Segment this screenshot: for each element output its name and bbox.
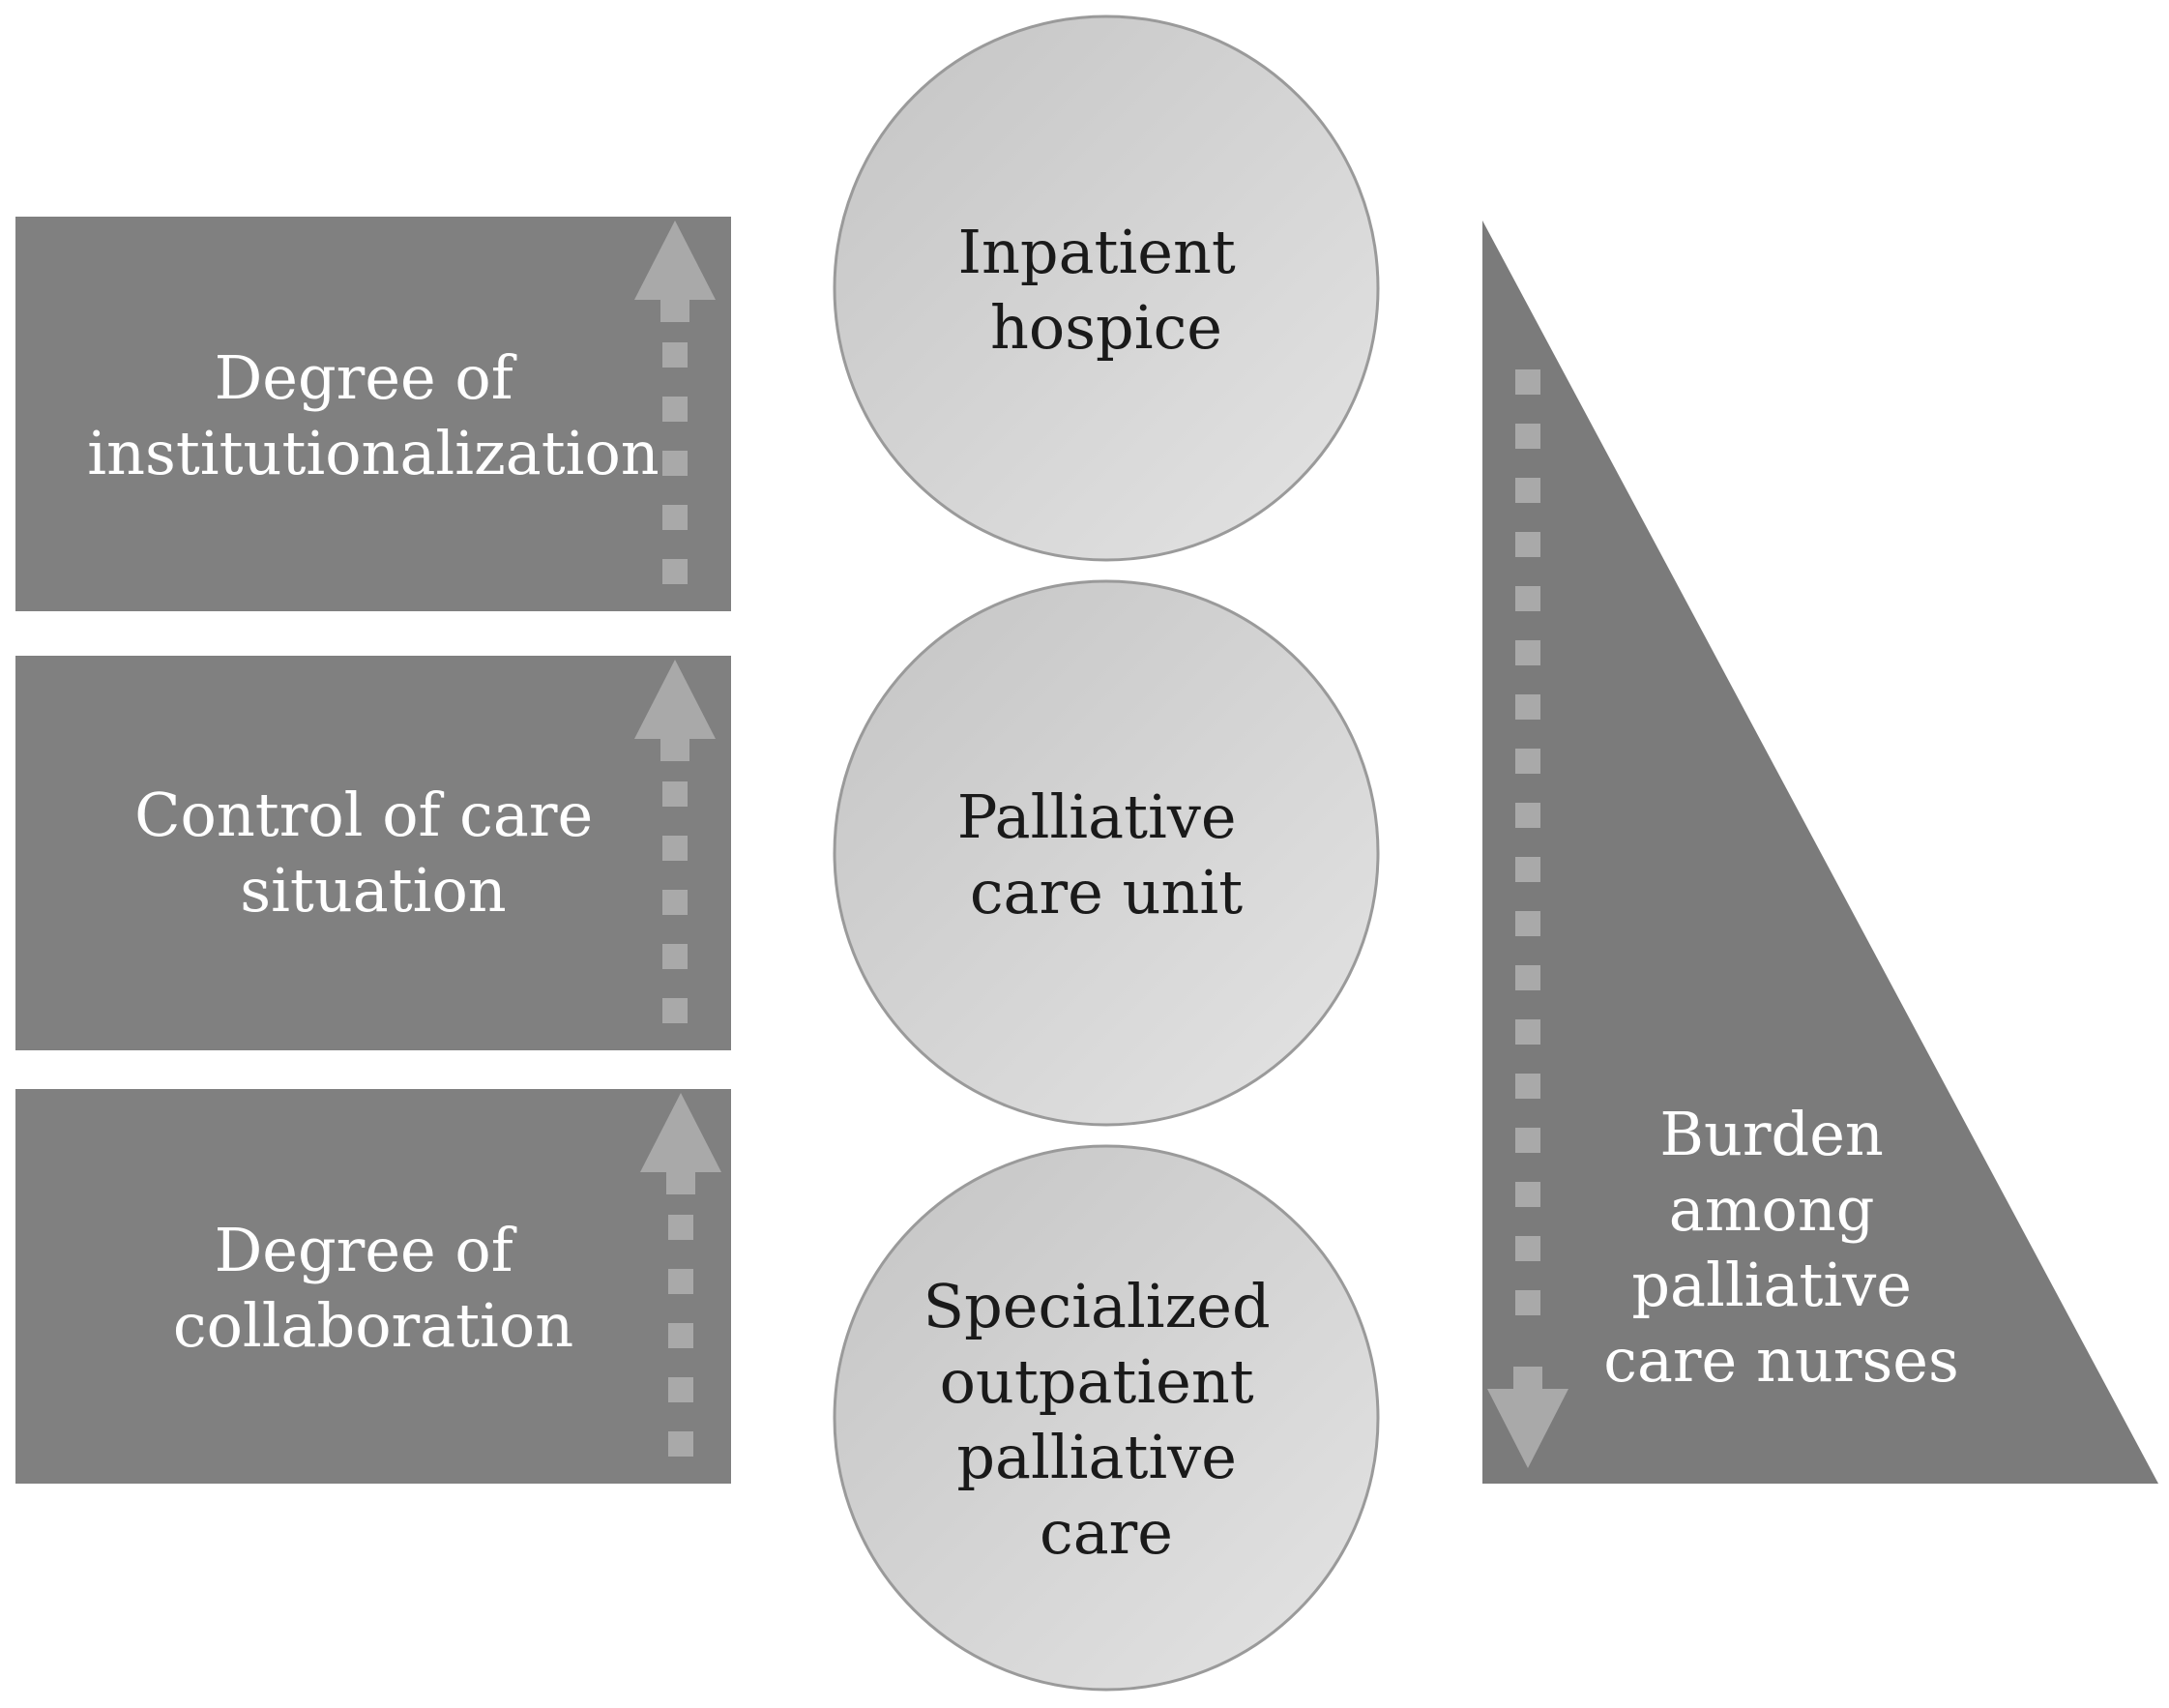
arrow-dash (1515, 803, 1540, 828)
circle-label: Palliative care unit (957, 781, 1256, 928)
box-background (15, 217, 731, 611)
burden-triangle: Burden among palliative care nurses (1482, 221, 2158, 1484)
arrow-dash (662, 451, 688, 476)
arrow-dash (1515, 532, 1540, 557)
circle-label-line-1: Specialized (923, 1271, 1271, 1341)
box-label: Degree of institutionalization (87, 342, 659, 488)
arrow-dash (1515, 1236, 1540, 1261)
arrow-head (634, 660, 716, 739)
arrow-dash (1515, 424, 1540, 449)
triangle-label: Burden among palliative care nurses (1603, 1099, 1959, 1396)
arrow-dash (668, 1323, 693, 1348)
circle-label: Inpatient hospice (957, 217, 1254, 363)
dashed-up-arrow-icon (634, 660, 716, 1023)
arrow-dash (662, 998, 688, 1023)
arrow-dash (1515, 586, 1540, 611)
box-background (15, 656, 731, 1050)
arrow-head (640, 1093, 721, 1172)
arrow-dash (1515, 640, 1540, 665)
arrow-dash (1515, 1128, 1540, 1153)
left-box-collaboration: Degree of collaboration (15, 1089, 731, 1484)
triangle-label-line-4: care nurses (1603, 1325, 1959, 1396)
circle-label-line-2: outpatient (940, 1346, 1254, 1417)
arrow-stem (666, 1171, 695, 1194)
arrow-dash (1515, 1290, 1540, 1315)
arrow-dash (662, 397, 688, 422)
box-label-line-2: collaboration (173, 1290, 573, 1361)
circle-shape (833, 1144, 1380, 1692)
circle-shape (833, 15, 1380, 562)
arrow-dash (668, 1431, 693, 1457)
box-label-line-1: Degree of (215, 1215, 517, 1285)
arrow-dash (668, 1215, 693, 1240)
box-label-line-2: situation (240, 855, 506, 926)
triangle-label-line-1: Burden (1659, 1099, 1883, 1169)
arrow-dash (1515, 478, 1540, 503)
circle-label-line-3: palliative (956, 1422, 1237, 1492)
arrow-dash (668, 1377, 693, 1402)
circle-label-line-1: Palliative (957, 781, 1237, 852)
arrow-dash (1515, 369, 1540, 395)
box-label: Control of care situation (134, 780, 612, 926)
arrow-dash (662, 342, 688, 368)
triangle-label-line-3: palliative (1631, 1250, 1912, 1320)
arrow-stem (1513, 1367, 1542, 1390)
arrow-dash (1515, 965, 1540, 990)
circle-label-line-4: care (1040, 1497, 1173, 1568)
arrow-head (634, 221, 716, 300)
left-box-control-of-care: Control of care situation (15, 656, 731, 1050)
arrow-dash (1515, 1074, 1540, 1099)
circle-label-line-2: care unit (970, 857, 1243, 928)
circle-palliative-care-unit: Palliative care unit (833, 579, 1380, 1127)
left-box-institutionalization: Degree of institutionalization (15, 217, 731, 611)
arrow-head (1487, 1389, 1568, 1468)
box-label-line-1: Control of care (134, 780, 593, 850)
circle-inpatient-hospice: Inpatient hospice (833, 15, 1380, 562)
arrow-dash (1515, 694, 1540, 720)
arrow-dash (1515, 1182, 1540, 1207)
triangle-shape (1482, 221, 2158, 1484)
arrow-dash (1515, 857, 1540, 882)
arrow-stem (660, 299, 689, 322)
arrow-dash (662, 890, 688, 915)
arrow-dash (662, 944, 688, 969)
arrow-dash (662, 559, 688, 584)
box-label-line-2: institutionalization (87, 418, 659, 488)
arrow-dash (662, 781, 688, 807)
circle-specialized-outpatient: Specialized outpatient palliative care (833, 1144, 1380, 1692)
box-label-line-1: Degree of (215, 342, 517, 413)
arrow-dash (668, 1269, 693, 1294)
dashed-up-arrow-icon (634, 221, 716, 584)
circle-shape (833, 579, 1380, 1127)
arrow-dash (1515, 1019, 1540, 1045)
arrow-dash (662, 505, 688, 530)
dashed-down-arrow-icon (1487, 369, 1568, 1468)
circle-label-line-1: Inpatient (957, 217, 1235, 287)
circle-label: Specialized outpatient palliative care (923, 1271, 1290, 1568)
arrow-dash (1515, 749, 1540, 774)
arrow-stem (660, 738, 689, 761)
box-label: Degree of collaboration (173, 1215, 573, 1361)
dashed-up-arrow-icon (640, 1093, 721, 1457)
circle-label-line-2: hospice (990, 292, 1222, 363)
box-background (15, 1089, 731, 1484)
triangle-label-line-2: among (1669, 1174, 1875, 1245)
arrow-dash (1515, 911, 1540, 936)
arrow-dash (662, 836, 688, 861)
